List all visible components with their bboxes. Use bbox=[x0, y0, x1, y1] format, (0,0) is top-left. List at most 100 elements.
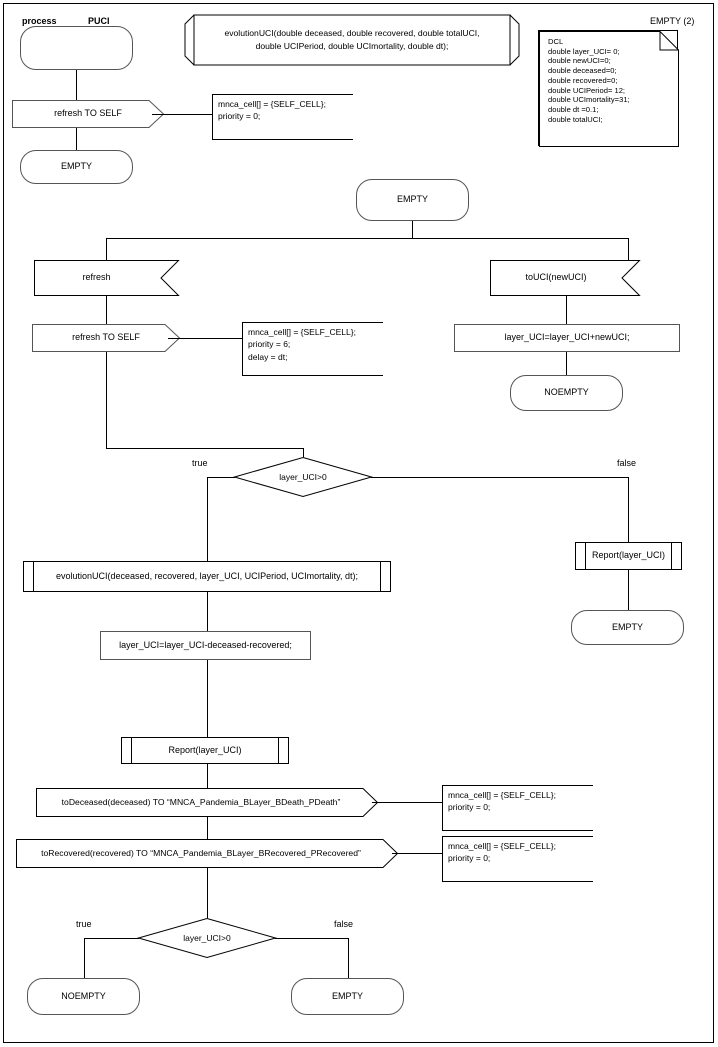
output-refresh-to-self-1: refresh TO SELF bbox=[12, 100, 165, 128]
connector-decision2-false bbox=[275, 938, 348, 939]
dcl-line-5: double UCImortality=31; bbox=[548, 95, 630, 105]
dcl-line-4: double UCIPeriod= 12; bbox=[548, 85, 626, 95]
comment-torecovered-line0: mnca_cell[] = {SELF_CELL}; bbox=[448, 841, 556, 851]
comment-output-refresh-1-line0: mnca_cell[] = {SELF_CELL}; bbox=[218, 99, 326, 109]
output-refresh-to-self-2: refresh TO SELF bbox=[32, 324, 181, 352]
call-evolutionuci: evolutionUCI(deceased, recovered, layer_… bbox=[23, 561, 391, 592]
task-layer-uci-sub: layer_UCI=layer_UCI-deceased-recovered; bbox=[100, 631, 311, 660]
connector-output2-to-comment bbox=[168, 338, 242, 339]
decision-1-true-label: true bbox=[192, 458, 208, 468]
input-touci: toUCI(newUCI) bbox=[490, 260, 641, 296]
task-layer-uci-add: layer_UCI=layer_UCI+newUCI; bbox=[454, 324, 680, 352]
comment-torecovered: mnca_cell[] = {SELF_CELL}; priority = 0; bbox=[442, 836, 593, 882]
connector-input-refresh-to-output bbox=[106, 296, 107, 324]
connector-decision1-false-down bbox=[628, 477, 629, 542]
comment-output-refresh-1-line1: priority = 0; bbox=[218, 111, 261, 122]
proc-decl-line1: evolutionUCI(double deceased, double rec… bbox=[224, 28, 480, 39]
connector-start-to-output bbox=[76, 70, 77, 100]
output-torecovered: toRecovered(recovered) TO “MNCA_Pandemia… bbox=[16, 839, 399, 868]
state-empty-bottom: EMPTY bbox=[291, 978, 404, 1015]
input-symbol-outline bbox=[34, 260, 180, 296]
proc-decl-line2: double UCIPeriod, double UCImortality, d… bbox=[255, 41, 449, 51]
comment-output-refresh-2: mnca_cell[] = {SELF_CELL}; priority = 6;… bbox=[242, 322, 383, 376]
output-todeceased: toDeceased(deceased) TO “MNCA_Pandemia_B… bbox=[36, 788, 379, 817]
connector-output2-right bbox=[106, 448, 303, 449]
comment-output-refresh-2-line0: mnca_cell[] = {SELF_CELL}; bbox=[248, 327, 356, 337]
procedure-declaration-symbol: evolutionUCI(double deceased, double rec… bbox=[184, 14, 520, 66]
decision-1-false-label: false bbox=[617, 458, 637, 468]
decision-2-true-label: true bbox=[76, 919, 92, 929]
state-empty-top: EMPTY bbox=[20, 150, 133, 184]
page-name-label: EMPTY (2) bbox=[650, 16, 695, 26]
state-noempty-bottom: NOEMPTY bbox=[27, 978, 140, 1015]
dcl-note-text: DCL double layer_UCI= 0; double newUCI=0… bbox=[543, 34, 673, 127]
page-border bbox=[3, 3, 714, 1043]
connector-task-to-report bbox=[207, 660, 208, 737]
decision-2-false-label: false bbox=[334, 919, 354, 929]
output-refresh-to-self-2-label: refresh TO SELF bbox=[72, 332, 140, 343]
connector-decision1-true-down bbox=[207, 477, 208, 561]
comment-output-refresh-1: mnca_cell[] = {SELF_CELL}; priority = 0; bbox=[212, 94, 353, 140]
call-report-bar-right bbox=[278, 738, 279, 763]
connector-evolution-to-task bbox=[207, 592, 208, 631]
call-bar-left bbox=[585, 543, 586, 569]
comment-todeceased-line1: priority = 0; bbox=[448, 802, 491, 813]
decision-diamond-2 bbox=[136, 917, 278, 959]
call-evolution-bar-right bbox=[380, 562, 381, 591]
dcl-note-outline bbox=[539, 31, 679, 147]
output-symbol-outline-5 bbox=[16, 839, 399, 868]
connector-decision2-true bbox=[84, 938, 139, 939]
dcl-line-1: double newUCI=0; bbox=[548, 56, 611, 66]
dcl-line-7: double totalUCI; bbox=[548, 114, 603, 124]
dcl-line-6: double dt =0.1; bbox=[548, 105, 599, 115]
call-report-bar-left bbox=[131, 738, 132, 763]
connector-empty-main-down bbox=[412, 221, 413, 238]
dcl-title: DCL bbox=[548, 37, 564, 46]
dcl-line-0: double layer_UCI= 0; bbox=[548, 46, 620, 56]
connector-torecovered-to-comment bbox=[392, 853, 442, 854]
process-keyword: process bbox=[22, 16, 57, 26]
connector-decision2-false-down bbox=[348, 938, 349, 978]
input-symbol-outline-3 bbox=[490, 260, 641, 296]
connector-decision1-false bbox=[371, 477, 629, 478]
connector-to-decision1 bbox=[303, 448, 304, 457]
output-torecovered-label: toRecovered(recovered) TO “MNCA_Pandemia… bbox=[41, 848, 361, 859]
connector-recovered-to-decision2 bbox=[207, 868, 208, 918]
comment-todeceased: mnca_cell[] = {SELF_CELL}; priority = 0; bbox=[442, 785, 593, 831]
output-symbol-outline-2 bbox=[32, 324, 181, 352]
input-refresh: refresh bbox=[34, 260, 180, 296]
connector-split-left bbox=[106, 238, 107, 260]
call-report-true-label: Report(layer_UCI) bbox=[168, 744, 242, 755]
dcl-line-3: double recovered=0; bbox=[548, 75, 618, 85]
comment-torecovered-line1: priority = 0; bbox=[448, 853, 491, 864]
call-evolution-bar-left bbox=[33, 562, 34, 591]
connector-decision2-true-down bbox=[84, 938, 85, 978]
connector-output1-to-state bbox=[76, 128, 77, 150]
start-state-symbol bbox=[20, 26, 133, 70]
connector-touci-to-task bbox=[566, 296, 567, 324]
call-report-true: Report(layer_UCI) bbox=[121, 737, 289, 764]
decision-2-label: layer_UCI>0 bbox=[183, 932, 231, 943]
comment-output-refresh-2-line1: priority = 6; bbox=[248, 339, 291, 350]
connector-report-false-to-state bbox=[628, 570, 629, 610]
output-refresh-to-self-1-label: refresh TO SELF bbox=[54, 108, 122, 119]
decision-layer-uci-1: layer_UCI>0 bbox=[232, 456, 374, 498]
call-report-false: Report(layer_UCI) bbox=[575, 542, 682, 570]
decision-diamond-1 bbox=[232, 456, 374, 498]
comment-output-refresh-2-line2: delay = dt; bbox=[248, 351, 288, 362]
call-bar-right bbox=[671, 543, 672, 569]
input-refresh-label: refresh bbox=[82, 272, 111, 283]
comment-todeceased-line0: mnca_cell[] = {SELF_CELL}; bbox=[448, 790, 556, 800]
state-empty-main: EMPTY bbox=[356, 179, 469, 221]
state-noempty-right: NOEMPTY bbox=[510, 375, 623, 411]
call-evolutionuci-label: evolutionUCI(deceased, recovered, layer_… bbox=[56, 570, 358, 581]
decision-layer-uci-2: layer_UCI>0 bbox=[136, 917, 278, 959]
connector-task-to-noempty bbox=[566, 352, 567, 375]
procedure-flange-outline bbox=[184, 14, 520, 66]
call-report-false-label: Report(layer_UCI) bbox=[591, 550, 666, 561]
connector-empty-main-split bbox=[106, 238, 628, 239]
process-name: PUCI bbox=[88, 16, 110, 26]
dcl-note-symbol: DCL double layer_UCI= 0; double newUCI=0… bbox=[538, 30, 679, 147]
connector-split-right bbox=[628, 238, 629, 260]
